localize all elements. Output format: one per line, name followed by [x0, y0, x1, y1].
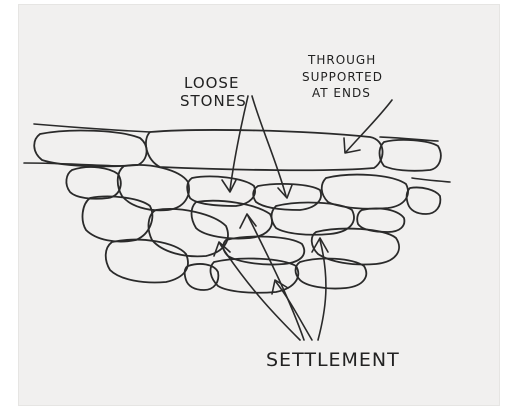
stone-top-right [380, 140, 441, 171]
stone-row4-b [223, 237, 304, 265]
loose-stones-label-line2: STONES [180, 92, 247, 110]
loose-stones-arrow-left [230, 96, 248, 190]
settlement-arrow-2 [248, 216, 304, 340]
through-label-line3: AT ENDS [312, 86, 371, 100]
stone-top-left [34, 131, 146, 167]
stone-row3-a [83, 196, 153, 241]
stone-row2-f [407, 187, 441, 214]
stone-row5-a [185, 264, 219, 290]
loose-stones-arrowhead-left [222, 180, 236, 192]
stone-row4-a [106, 240, 188, 283]
stone-row2-b [118, 165, 189, 210]
mid-course-line-right [412, 178, 450, 182]
loose-stones-arrow-right [252, 96, 286, 196]
stone-row2-a [66, 167, 120, 199]
settlement-label: SETTLEMENT [266, 349, 400, 371]
settlement-arrow-3 [276, 282, 312, 340]
through-label-line1: THROUGH [307, 53, 376, 67]
through-stone-arrow [346, 100, 392, 152]
stone-row5-c [296, 259, 367, 289]
through-label-line2: SUPPORTED [302, 70, 383, 84]
loose-stones-label-line1: LOOSE [184, 74, 239, 92]
